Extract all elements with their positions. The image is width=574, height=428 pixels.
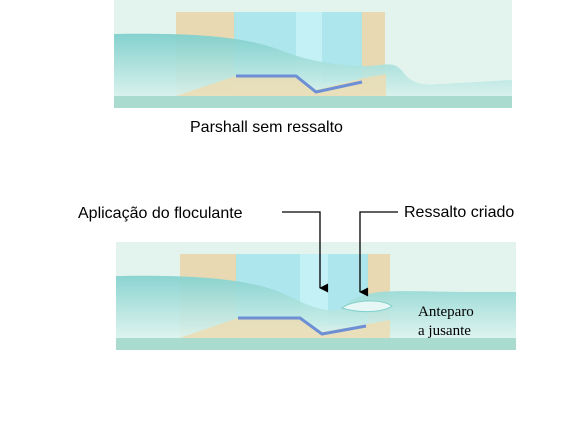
bottom-flume-floor-fill xyxy=(180,318,390,338)
label-baffle-line2: a jusante xyxy=(418,323,471,339)
bottom-flume-floor-line xyxy=(238,316,367,336)
jump-arrow xyxy=(359,211,398,297)
top-flume-floor-fill xyxy=(176,74,386,96)
top-flume-diagram: Parshall sem ressalto xyxy=(114,0,512,136)
label-flocculant: Aplicação do floculante xyxy=(78,205,243,222)
top-flume-floor-line xyxy=(236,74,363,94)
top-channel-floor xyxy=(114,96,512,108)
bottom-channel-floor xyxy=(116,338,516,350)
top-caption: Parshall sem ressalto xyxy=(190,119,343,136)
label-jump: Ressalto criado xyxy=(404,204,514,221)
bottom-flume-diagram: Aplicação do floculante Ressalto criado … xyxy=(78,204,516,350)
label-baffle-line1: Anteparo xyxy=(418,304,474,320)
hydraulic-jump-swirl xyxy=(340,300,393,313)
flocculant-arrow xyxy=(282,211,329,293)
bottom-water-flow xyxy=(116,275,516,338)
top-water-flow xyxy=(114,33,512,96)
